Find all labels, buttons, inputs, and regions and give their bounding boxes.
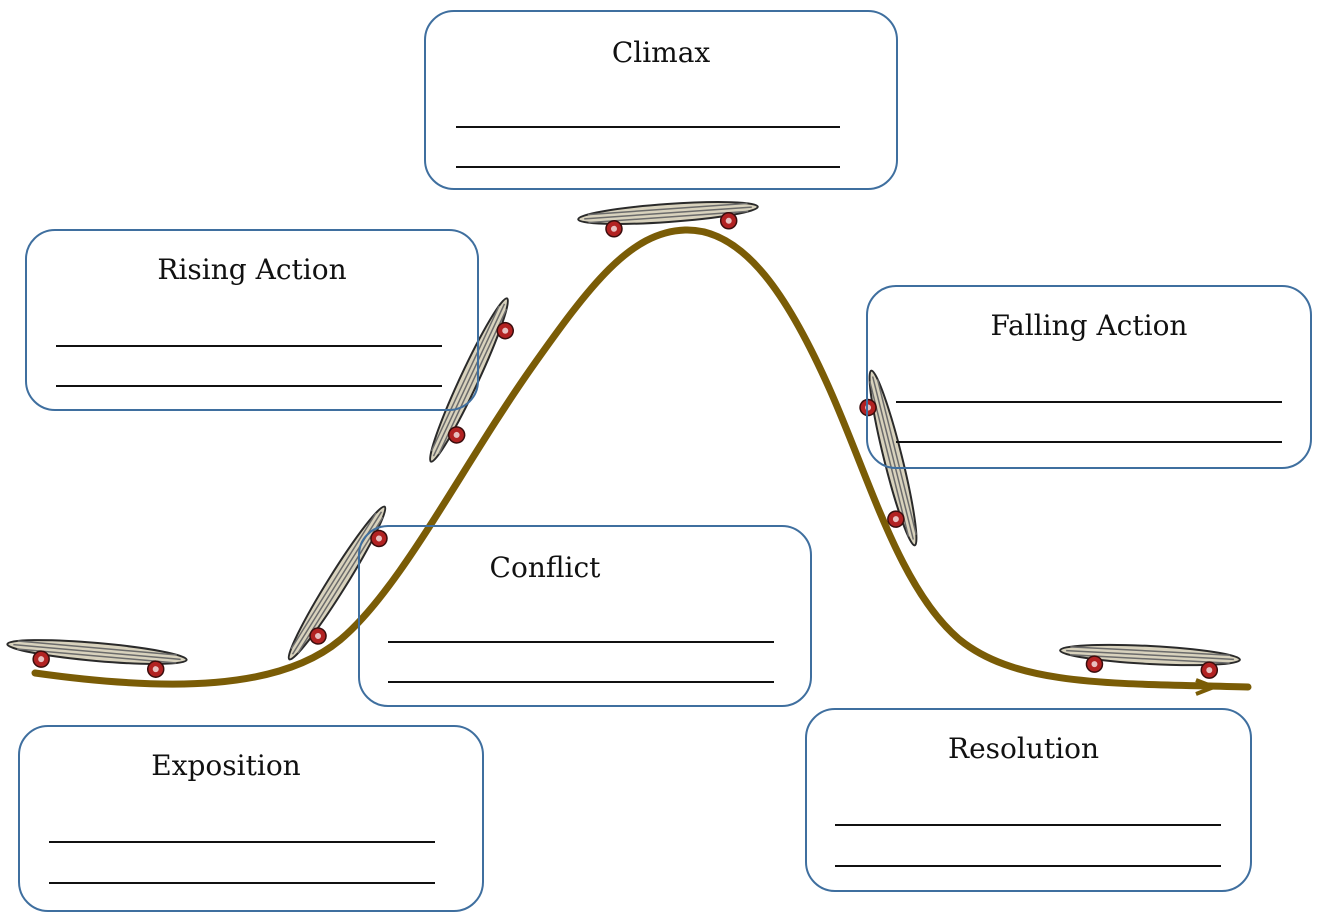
climax-title: Climax bbox=[611, 36, 711, 69]
exposition-box: Exposition bbox=[18, 725, 484, 912]
resolution-answer-line-2[interactable] bbox=[835, 865, 1221, 867]
resolution-title: Resolution bbox=[948, 732, 1099, 765]
skateboard-icon bbox=[1058, 640, 1242, 681]
falling-action-box: Falling Action bbox=[866, 285, 1312, 469]
resolution-answer-line-1[interactable] bbox=[835, 824, 1221, 826]
exposition-title: Exposition bbox=[151, 749, 301, 782]
conflict-answer-line-1[interactable] bbox=[388, 641, 774, 643]
rising-action-answer-line-1[interactable] bbox=[56, 345, 442, 347]
rising-action-answer-line-2[interactable] bbox=[56, 385, 442, 387]
falling-action-answer-line-2[interactable] bbox=[896, 441, 1282, 443]
resolution-box: Resolution bbox=[805, 708, 1252, 892]
rising-action-box: Rising Action bbox=[25, 229, 479, 411]
climax-box: Climax bbox=[424, 10, 898, 190]
falling-action-answer-line-1[interactable] bbox=[896, 401, 1282, 403]
plot-curve bbox=[31, 226, 1252, 691]
conflict-box: Conflict bbox=[358, 525, 812, 707]
climax-answer-line-2[interactable] bbox=[456, 166, 840, 168]
climax-answer-line-1[interactable] bbox=[456, 126, 840, 128]
curve-end-arrow-icon bbox=[1195, 678, 1220, 696]
exposition-answer-line-1[interactable] bbox=[49, 841, 435, 843]
rising-action-title: Rising Action bbox=[157, 253, 347, 286]
conflict-title: Conflict bbox=[489, 551, 601, 584]
falling-action-title: Falling Action bbox=[990, 309, 1188, 342]
exposition-answer-line-2[interactable] bbox=[49, 882, 435, 884]
conflict-answer-line-2[interactable] bbox=[388, 681, 774, 683]
